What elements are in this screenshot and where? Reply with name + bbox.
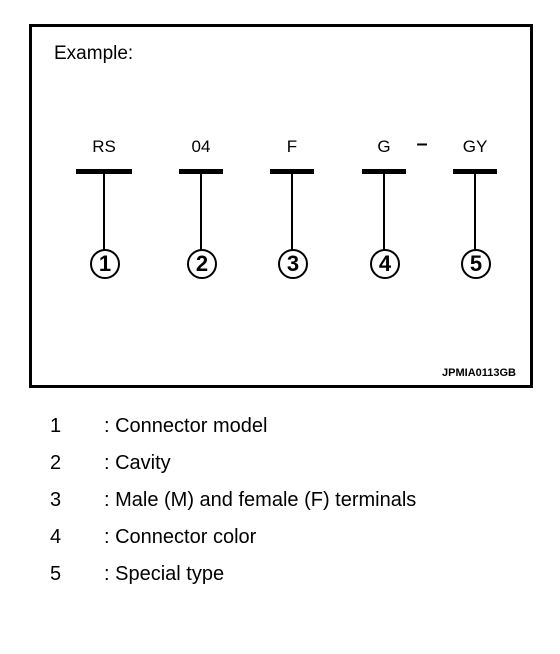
figure-id: JPMIA0113GB — [442, 367, 516, 379]
code-segment-text: 04 — [191, 137, 211, 156]
code-segment-bar — [453, 169, 497, 174]
callout-number: 3 — [278, 249, 308, 279]
connector-code-diagram: Example: RS 1 04 2 F 3 G 4 – GY 5 JPMIA0… — [29, 24, 533, 388]
legend-description: : Male (M) and female (F) terminals — [104, 489, 417, 511]
callout-line — [383, 173, 385, 251]
legend-number: 1 — [50, 415, 62, 437]
legend-description: : Connector color — [104, 526, 257, 548]
legend-number: 2 — [50, 452, 62, 474]
callout-number: 2 — [187, 249, 217, 279]
legend-number: 3 — [50, 489, 62, 511]
code-segment-bar — [179, 169, 223, 174]
legend-number: 5 — [50, 563, 62, 585]
code-segment-text: RS — [92, 137, 116, 156]
callout-line — [103, 173, 105, 251]
code-segment-text: GY — [462, 137, 488, 156]
callout-number: 4 — [370, 249, 400, 279]
example-heading: Example: — [54, 43, 134, 64]
code-separator: – — [416, 133, 428, 155]
code-segment-bar — [270, 169, 314, 174]
callout-line — [291, 173, 293, 251]
code-segment-text: F — [286, 137, 298, 156]
callout-line — [200, 173, 202, 251]
code-segment-bar — [362, 169, 406, 174]
callout-number: 1 — [90, 249, 120, 279]
legend-number: 4 — [50, 526, 62, 548]
legend-description: : Special type — [104, 563, 225, 585]
code-segment-bar — [76, 169, 132, 174]
legend-description: : Cavity — [104, 452, 171, 474]
legend-description: : Connector model — [104, 415, 268, 437]
callout-line — [474, 173, 476, 251]
callout-number: 5 — [461, 249, 491, 279]
code-segment-text: G — [377, 137, 391, 156]
